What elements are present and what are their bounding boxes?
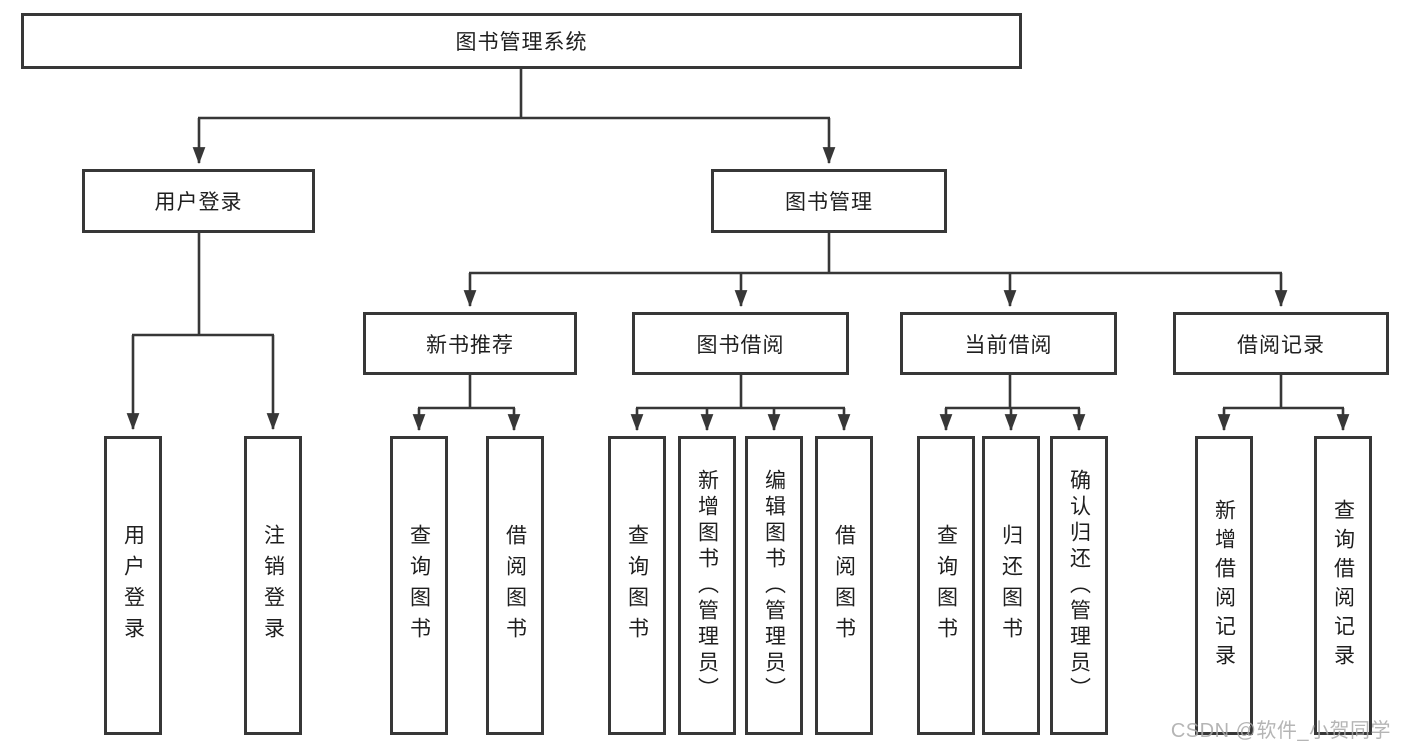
node-root-system: 图书管理系统 bbox=[21, 13, 1022, 69]
leaf-user-login: 用户登录 bbox=[104, 436, 162, 735]
node-book-management: 图书管理 bbox=[711, 169, 947, 233]
node-user-login: 用户登录 bbox=[82, 169, 315, 233]
leaf-borrow-books: 借阅图书 bbox=[486, 436, 544, 735]
node-label: 新书推荐 bbox=[426, 333, 514, 357]
leaf-label: 归还图书 bbox=[999, 523, 1023, 648]
node-label: 当前借阅 bbox=[964, 333, 1053, 357]
leaf-confirm-return-admin: 确认归还（管理员） bbox=[1050, 436, 1108, 735]
node-label: 图书管理系统 bbox=[455, 31, 588, 54]
node-book-borrowing: 图书借阅 bbox=[632, 312, 849, 375]
node-label: 借阅记录 bbox=[1237, 333, 1325, 357]
leaf-label: 注销登录 bbox=[261, 523, 285, 648]
node-label: 图书借阅 bbox=[696, 333, 785, 357]
leaf-add-borrow-record: 新增借阅记录 bbox=[1195, 436, 1253, 735]
leaf-label: 查询图书 bbox=[934, 523, 958, 648]
leaf-label: 查询图书 bbox=[407, 523, 431, 648]
leaf-query-books: 查询图书 bbox=[608, 436, 666, 735]
leaf-logout: 注销登录 bbox=[244, 436, 302, 735]
leaf-label: 确认归还（管理员） bbox=[1067, 468, 1091, 703]
node-borrow-records: 借阅记录 bbox=[1173, 312, 1389, 375]
leaf-label: 用户登录 bbox=[121, 523, 145, 648]
leaf-return-books: 归还图书 bbox=[982, 436, 1040, 735]
csdn-watermark: CSDN @软件_小贺同学 bbox=[1170, 720, 1391, 742]
leaf-label: 借阅图书 bbox=[503, 523, 527, 648]
leaf-borrow-books: 借阅图书 bbox=[815, 436, 873, 735]
leaf-label: 查询图书 bbox=[625, 523, 649, 648]
leaf-label: 借阅图书 bbox=[832, 523, 856, 648]
leaf-label: 新增借阅记录 bbox=[1212, 498, 1236, 673]
leaf-label: 查询借阅记录 bbox=[1331, 498, 1355, 673]
leaf-query-books: 查询图书 bbox=[917, 436, 975, 735]
node-label: 用户登录 bbox=[154, 191, 243, 214]
leaf-query-books: 查询图书 bbox=[390, 436, 448, 735]
leaf-query-borrow-record: 查询借阅记录 bbox=[1314, 436, 1372, 735]
node-current-borrowing: 当前借阅 bbox=[900, 312, 1117, 375]
leaf-edit-books-admin: 编辑图书（管理员） bbox=[745, 436, 803, 735]
node-new-book-recommend: 新书推荐 bbox=[363, 312, 577, 375]
leaf-label: 编辑图书（管理员） bbox=[762, 468, 786, 703]
leaf-add-books-admin: 新增图书（管理员） bbox=[678, 436, 736, 735]
leaf-label: 新增图书（管理员） bbox=[695, 468, 719, 703]
node-label: 图书管理 bbox=[785, 191, 873, 214]
